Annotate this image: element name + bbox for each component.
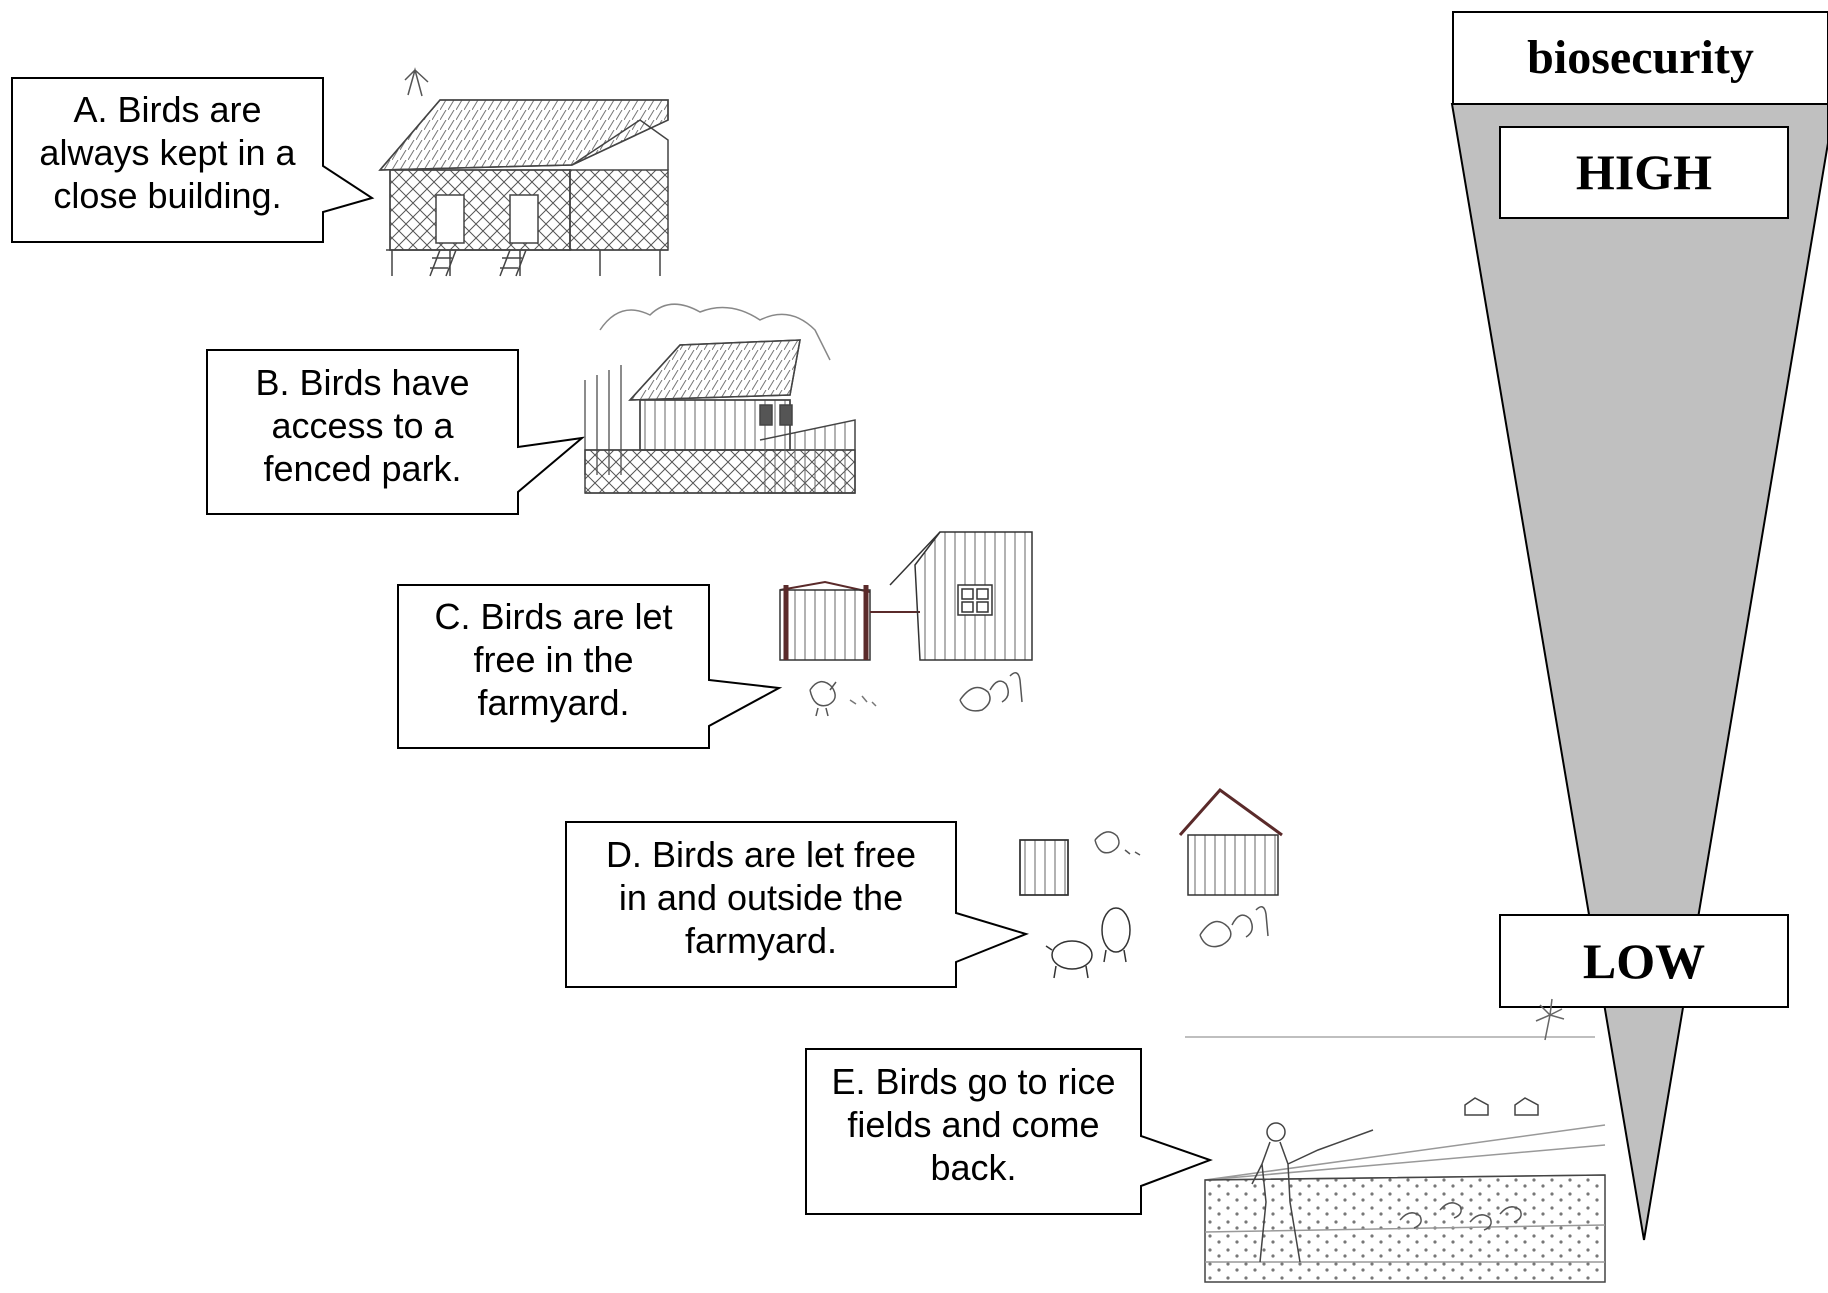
callout-c [397, 584, 783, 749]
stage-b-text: B. Birds have access to a fenced park. [255, 362, 470, 489]
biosecurity-scale [1450, 11, 1828, 1241]
callout-d [565, 821, 1030, 988]
scale-title: biosecurity [1527, 31, 1754, 84]
stage-c-text: C. Birds are let free in the farmyard. [434, 596, 673, 723]
stage-e-text: E. Birds go to rice fields and come back… [831, 1061, 1116, 1188]
low-label-box [1499, 914, 1789, 1008]
illustration-rice-fields [1185, 998, 1606, 1283]
callout-a [11, 77, 375, 243]
high-label: HIGH [1575, 144, 1713, 200]
illustration-closed-building [378, 67, 669, 277]
high-label-box [1499, 126, 1789, 219]
stage-d-text: D. Birds are let free in and outside the… [605, 834, 917, 961]
callout-b [206, 349, 586, 515]
low-label: LOW [1582, 933, 1706, 989]
stage-a-text: A. Birds are always kept in a close buil… [39, 89, 296, 216]
scale-triangle [1450, 103, 1828, 1241]
illustration-farmyard [779, 531, 1033, 717]
callout-e [805, 1048, 1213, 1215]
scale-title-box [1452, 11, 1828, 105]
illustration-outside-farmyard [1019, 787, 1283, 979]
illustration-fenced-park [584, 303, 856, 494]
